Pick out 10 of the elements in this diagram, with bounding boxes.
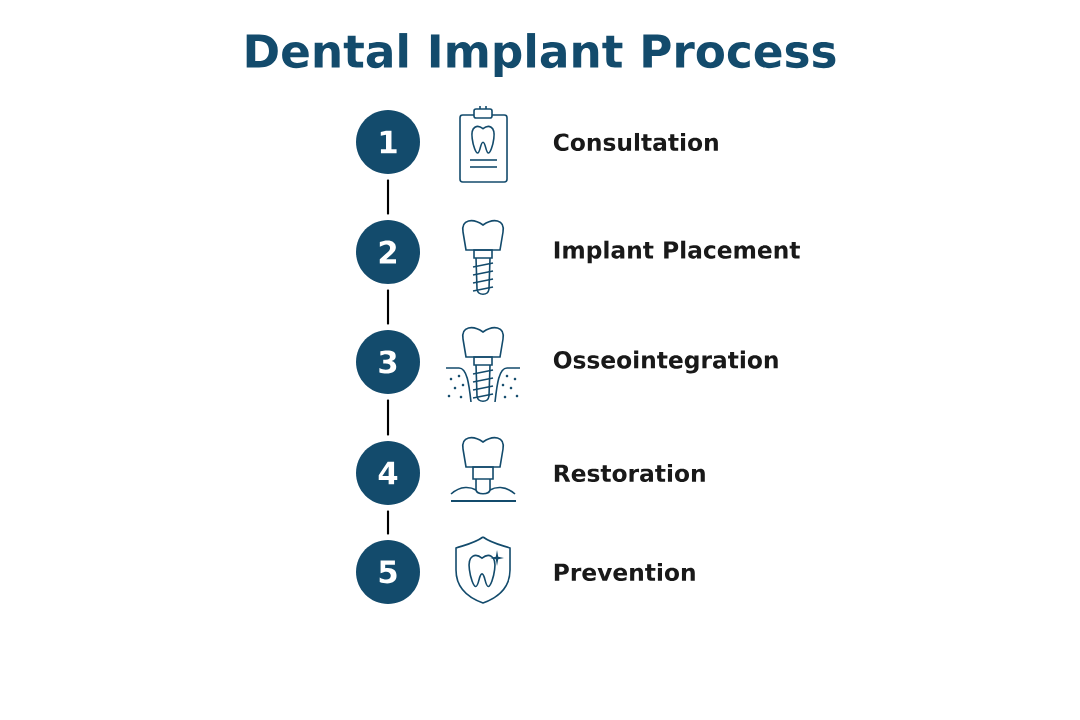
connector-line [386,510,390,535]
connector-line [386,289,390,325]
connector-line [386,399,390,436]
step-label: Implant Placement [554,240,800,264]
step-label: Osseointegration [553,350,778,374]
step-label: Restoration [554,463,705,483]
step-label: Consultation [553,132,718,152]
title: Dental Implant Process [246,33,836,77]
step-label: Prevention [554,562,695,582]
connector-line [386,179,390,215]
